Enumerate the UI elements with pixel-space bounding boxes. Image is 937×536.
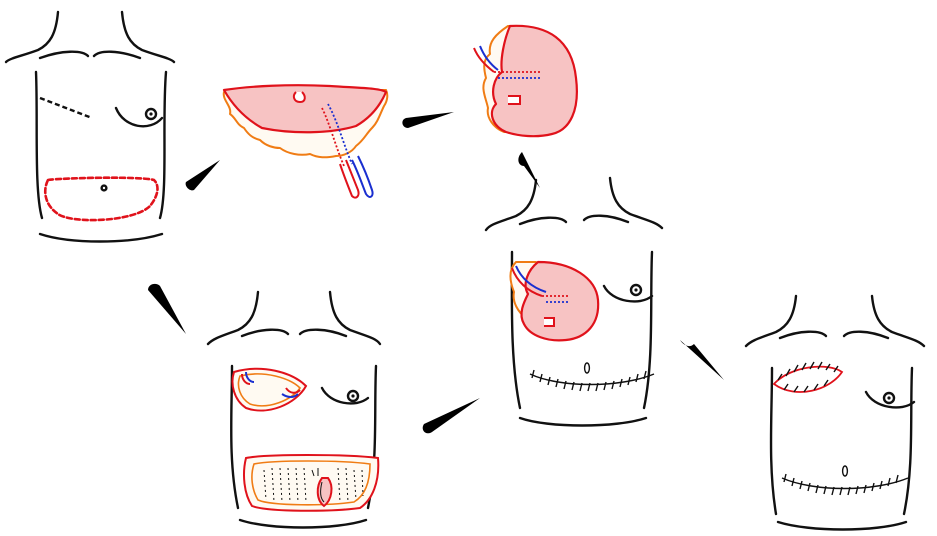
torso-outline [746, 296, 924, 530]
abdominal-suture-line [530, 370, 654, 391]
nipple [146, 109, 156, 119]
rotated-umbilical-notch [508, 96, 520, 104]
mastectomy-scar-marking [40, 98, 92, 118]
arrow-markings-to-harvest [186, 160, 220, 190]
arrow-inset-to-donor-site [423, 398, 480, 433]
abdominal-flap-marking [45, 178, 157, 220]
umbilicus [585, 363, 590, 373]
recipient-and-donor-sites [208, 292, 380, 528]
arrow-rotation-to-inset [518, 152, 540, 188]
arrow-markings-to-donor-site [148, 284, 186, 334]
final-result [746, 296, 924, 530]
nipple [348, 391, 358, 401]
umbilical-notch [294, 92, 305, 102]
flap-rotated [474, 26, 577, 136]
rotated-flap-skin [492, 26, 577, 136]
preoperative-markings [6, 12, 174, 242]
mastectomy-defect [233, 369, 307, 411]
harvested-flap [224, 85, 388, 197]
arrow-inset-to-result [680, 340, 724, 380]
umbilicus [102, 186, 107, 191]
nipple [631, 285, 641, 295]
breast-skin-paddle-scar [774, 362, 842, 392]
abdominal-suture-line [782, 474, 908, 495]
umbilicus [843, 466, 848, 476]
abdominal-donor-site [244, 455, 378, 511]
arrow-harvest-to-rotation [402, 112, 454, 128]
flap-inset-and-abdomen-closed [486, 178, 662, 426]
nipple [884, 393, 894, 403]
